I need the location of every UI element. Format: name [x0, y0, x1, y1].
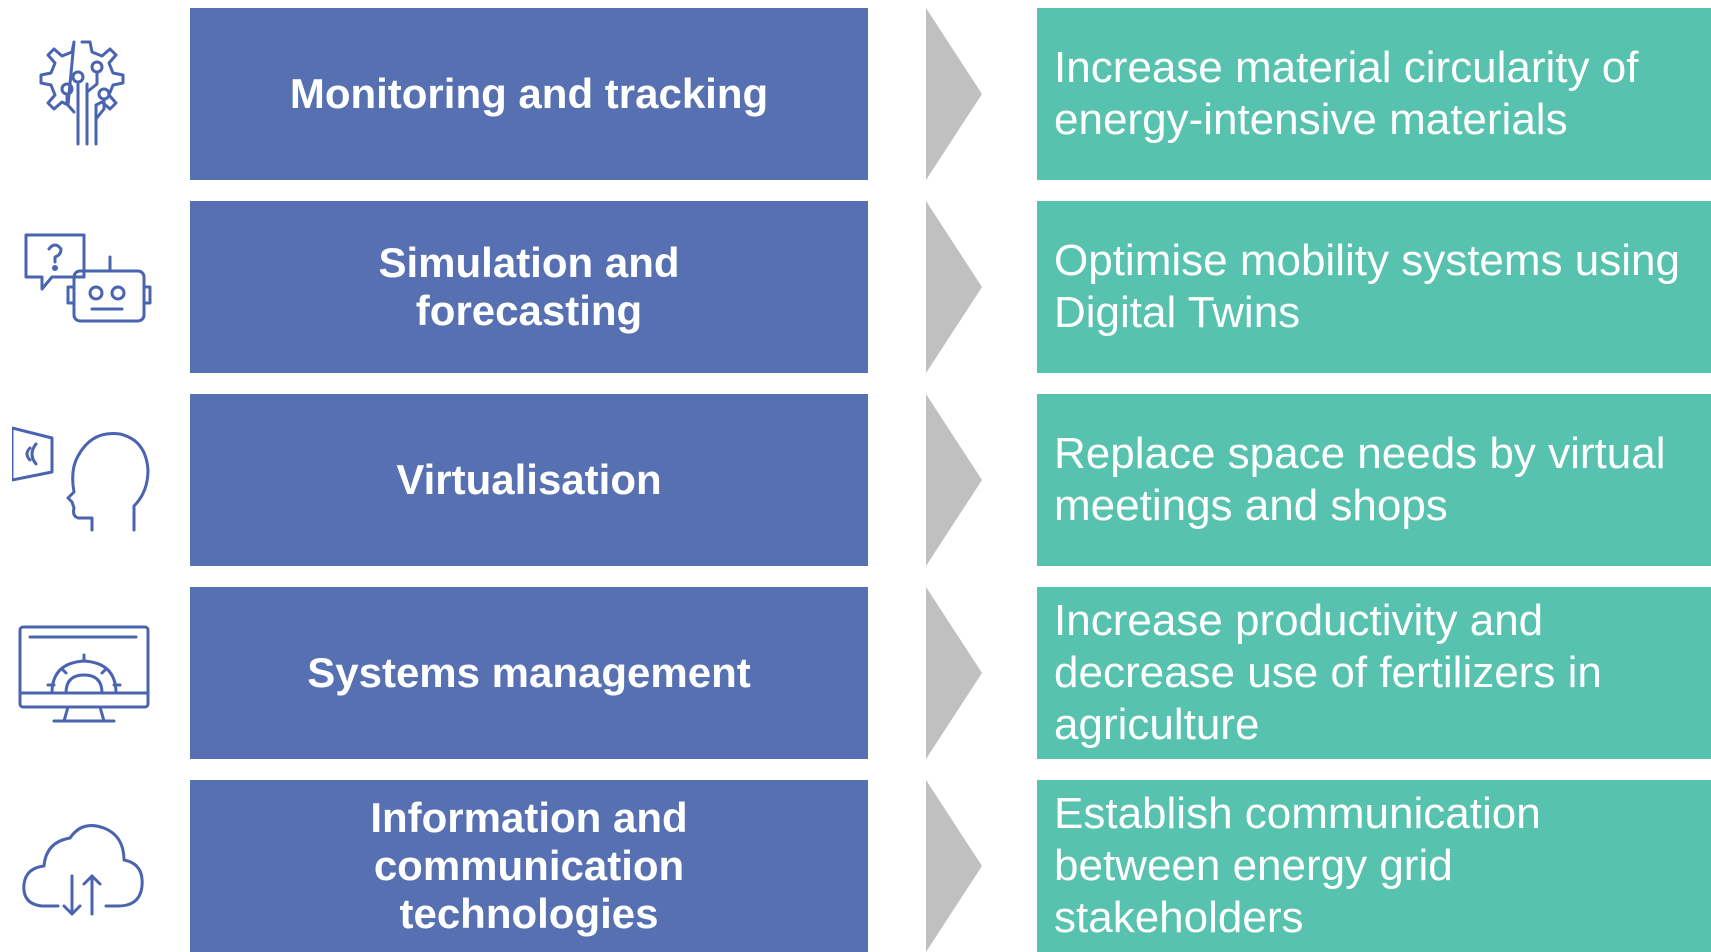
technology-label: Virtualisation [396, 456, 662, 503]
arrow-chevron [926, 587, 982, 759]
row-monitoring: Monitoring and tracking Increase materia… [0, 8, 1711, 180]
technology-box: Information and communication technologi… [190, 780, 868, 952]
application-box: Increase material circularity of energy-… [1037, 8, 1711, 180]
monitor-gear-icon [0, 587, 170, 759]
technology-box: Simulation and forecasting [190, 201, 868, 373]
row-ict: Information and communication technologi… [0, 780, 1711, 952]
row-simulation: Simulation and forecasting Optimise mobi… [0, 201, 1711, 373]
application-label: Replace space needs by virtual meetings … [1054, 429, 1666, 530]
technology-box: Systems management [190, 587, 868, 759]
application-box: Replace space needs by virtual meetings … [1037, 394, 1711, 566]
application-box: Optimise mobility systems using Digital … [1037, 201, 1711, 373]
application-label: Establish communication between energy g… [1054, 789, 1541, 942]
arrow-chevron [926, 394, 982, 566]
arrow-chevron [926, 8, 982, 180]
technology-label: Simulation and forecasting [378, 239, 680, 334]
chatbot-question-icon [0, 201, 170, 373]
technology-box: Monitoring and tracking [190, 8, 868, 180]
application-label: Increase material circularity of energy-… [1054, 43, 1639, 144]
technology-label: Systems management [307, 649, 751, 696]
arrow-chevron [926, 201, 982, 373]
arrow-chevron [926, 780, 982, 952]
cloud-transfer-icon [0, 780, 170, 952]
technology-label: Monitoring and tracking [289, 70, 769, 117]
row-virtualisation: Virtualisation Replace space needs by vi… [0, 394, 1711, 566]
head-voice-screen-icon [0, 394, 170, 566]
application-box: Increase productivity and decrease use o… [1037, 587, 1711, 759]
application-label: Increase productivity and decrease use o… [1054, 596, 1602, 749]
application-box: Establish communication between energy g… [1037, 780, 1711, 952]
row-systems-management: Systems management Increase productivity… [0, 587, 1711, 759]
technology-box: Virtualisation [190, 394, 868, 566]
gear-circuit-icon [0, 8, 170, 180]
technology-label: Information and communication technologi… [370, 794, 688, 937]
application-label: Optimise mobility systems using Digital … [1054, 236, 1680, 337]
